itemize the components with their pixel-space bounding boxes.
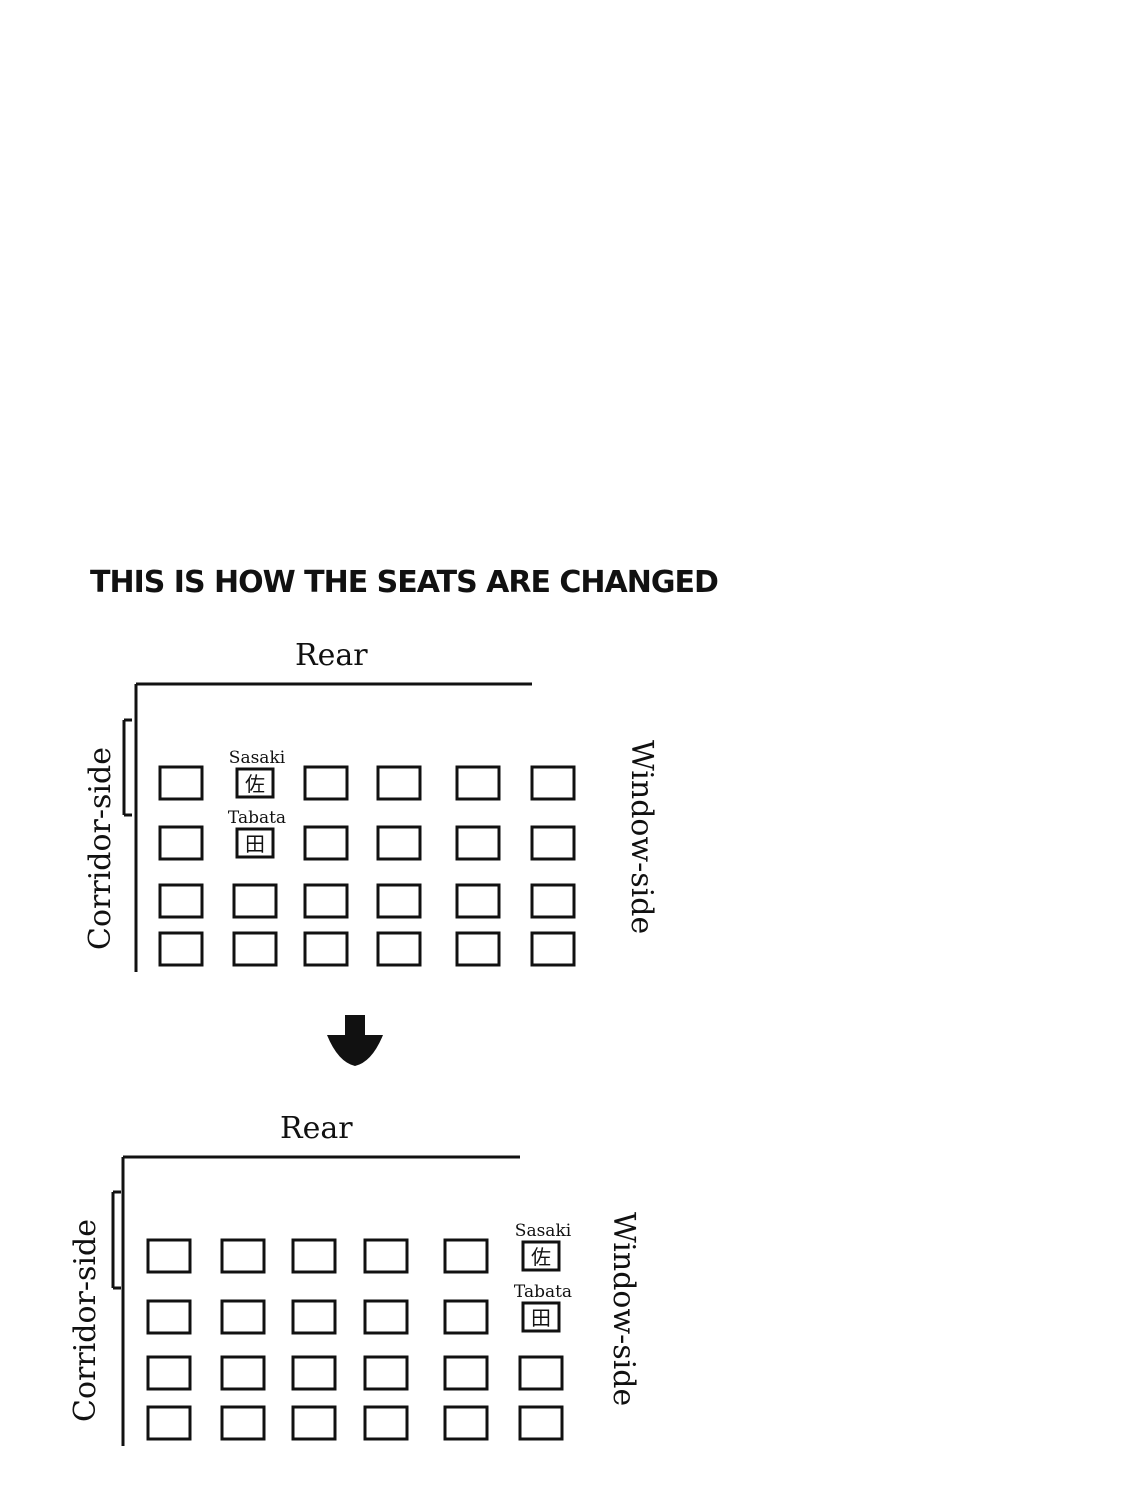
seat xyxy=(518,1355,564,1391)
seat xyxy=(443,1238,489,1274)
seat xyxy=(443,1405,489,1441)
seat xyxy=(363,1238,409,1274)
seat-kanji-tabata: 田 xyxy=(245,832,265,856)
seat xyxy=(455,825,501,861)
page-title: THIS IS HOW THE SEATS ARE CHANGED xyxy=(90,565,718,600)
window-side-label: Window-side xyxy=(606,1212,641,1406)
seat xyxy=(518,1405,564,1441)
seat-tabata xyxy=(521,1301,561,1333)
down-arrow-icon xyxy=(327,1015,383,1066)
seat xyxy=(220,1299,266,1335)
rear-label: Rear xyxy=(295,638,368,673)
seat-kanji-sasaki: 佐 xyxy=(531,1245,551,1269)
seat xyxy=(291,1355,337,1391)
seat xyxy=(443,1299,489,1335)
seat xyxy=(443,1355,489,1391)
window-side-label: Window-side xyxy=(624,740,659,934)
seat-tabata xyxy=(235,827,275,859)
seat xyxy=(530,883,576,919)
seat xyxy=(376,883,422,919)
seat xyxy=(530,765,576,801)
seat xyxy=(146,1405,192,1441)
seat xyxy=(363,1355,409,1391)
seat xyxy=(220,1405,266,1441)
seat xyxy=(455,931,501,967)
door-frame-ticks xyxy=(113,1190,121,1290)
seat-grid: 佐 Sasaki 田 Tabata xyxy=(146,1221,572,1441)
seat xyxy=(303,883,349,919)
seat-sasaki xyxy=(235,767,275,799)
rear-label: Rear xyxy=(280,1111,353,1146)
seat xyxy=(530,825,576,861)
seat xyxy=(376,931,422,967)
seat xyxy=(363,1299,409,1335)
seat xyxy=(220,1238,266,1274)
seat xyxy=(220,1355,266,1391)
seat xyxy=(232,883,278,919)
student-name-sasaki: Sasaki xyxy=(229,748,286,768)
seat xyxy=(146,1299,192,1335)
seat xyxy=(376,765,422,801)
seat xyxy=(158,825,204,861)
seat xyxy=(232,931,278,967)
seat xyxy=(303,931,349,967)
door-frame-ticks xyxy=(124,718,132,817)
classroom-after: Rear Corridor-side Window-side 佐 Sasaki 田T… xyxy=(68,1111,641,1446)
corridor-side-label: Corridor-side xyxy=(83,747,118,950)
seat xyxy=(376,825,422,861)
student-name-tabata: Tabata xyxy=(228,808,286,828)
seat-kanji-tabata: 田 xyxy=(531,1306,551,1330)
seat-sasaki xyxy=(521,1240,561,1272)
seat xyxy=(146,1238,192,1274)
corridor-side-label: Corridor-side xyxy=(68,1219,103,1422)
seat-grid: 佐 Sasaki 田 Tabata xyxy=(158,748,576,967)
seat xyxy=(158,765,204,801)
seat xyxy=(158,883,204,919)
seat xyxy=(455,765,501,801)
seat xyxy=(291,1299,337,1335)
classroom-before: Rear Corridor-side Window-side 佐 Sasaki 田T… xyxy=(83,638,659,972)
seat xyxy=(363,1405,409,1441)
seat xyxy=(291,1405,337,1441)
seat xyxy=(303,825,349,861)
student-name-sasaki: Sasaki xyxy=(515,1221,572,1241)
seat xyxy=(530,931,576,967)
seat xyxy=(291,1238,337,1274)
seat xyxy=(455,883,501,919)
seat xyxy=(146,1355,192,1391)
student-name-tabata: Tabata xyxy=(514,1282,572,1302)
seat xyxy=(158,931,204,967)
seat-kanji-sasaki: 佐 xyxy=(245,772,265,796)
seat xyxy=(303,765,349,801)
